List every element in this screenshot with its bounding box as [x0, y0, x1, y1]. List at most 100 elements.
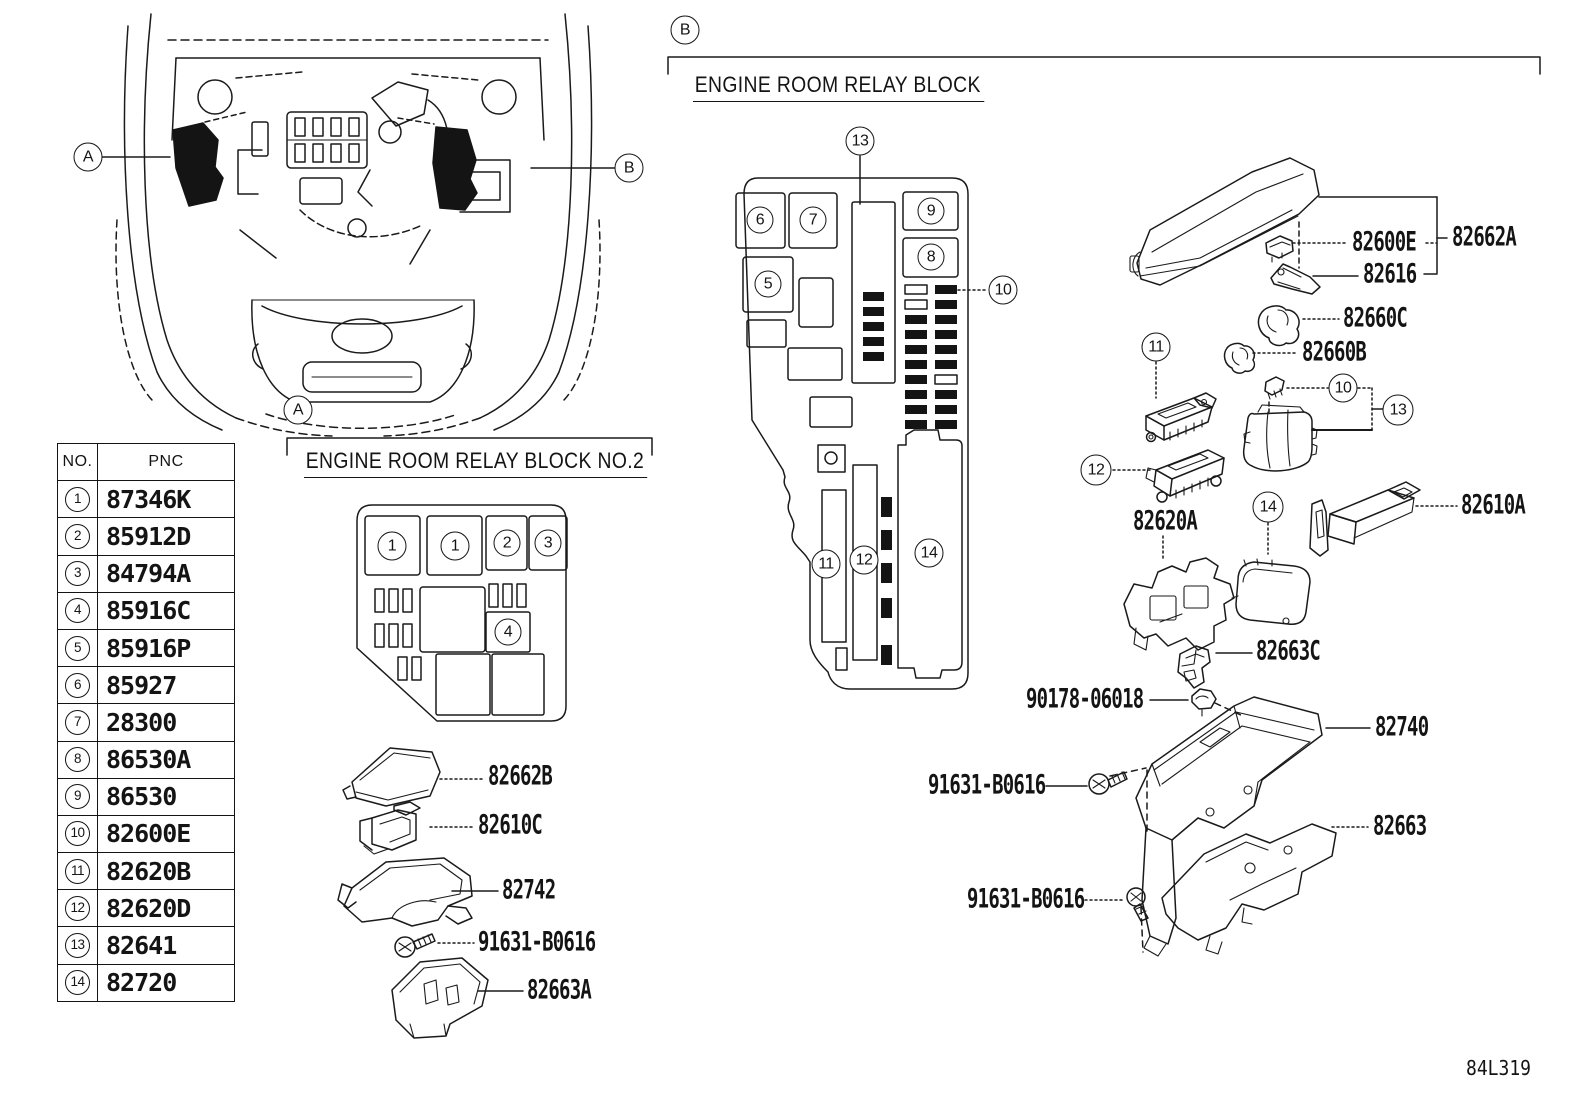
part-label-90178-06018: 90178-06018 [1026, 683, 1144, 715]
row-no-badge: 12 [65, 895, 90, 921]
relay-block-b-location [432, 126, 478, 211]
callout-b-11: 11 [811, 549, 841, 579]
part-82662b-drawing [342, 747, 441, 807]
row-pnc: 85927 [97, 666, 235, 705]
row-pnc: 82720 [97, 963, 235, 1002]
table-row: 14 82720 [57, 963, 235, 1002]
table-row: 2 85912D [57, 517, 235, 556]
part-82742-drawing [337, 857, 473, 927]
part-nut-drawing [1191, 688, 1217, 717]
part-label-82600e: 82600E [1352, 226, 1417, 258]
relay-block-b-diagram [735, 155, 989, 690]
part-label-82662a: 82662A [1452, 221, 1517, 253]
callout-side-13: 13 [1382, 394, 1414, 426]
row-no-badge: 2 [65, 523, 90, 549]
callout-a-4: 4 [494, 618, 522, 646]
callout-overview-a: A [73, 142, 103, 172]
row-pnc: 85912D [97, 517, 235, 556]
part-label-82660c: 82660C [1343, 302, 1408, 334]
section-b-marker: B [670, 15, 700, 45]
part-screw-lower-drawing [1126, 887, 1149, 922]
row-no-badge: 10 [65, 821, 90, 847]
callout-side-10: 10 [1328, 373, 1358, 403]
part-cover14-drawing [1231, 558, 1311, 625]
part-label-82663c: 82663C [1256, 635, 1321, 667]
callout-a-1-left: 1 [377, 531, 407, 561]
callout-b-13: 13 [845, 126, 875, 156]
row-pnc: 86530 [97, 777, 235, 816]
part-label-82742: 82742 [502, 874, 556, 906]
part-fuseblock13-drawing [1242, 404, 1318, 472]
callout-overview-b: B [614, 153, 644, 183]
section-a-title: ENGINE ROOM RELAY BLOCK NO.2 [304, 448, 648, 478]
row-pnc: 84794A [97, 554, 235, 593]
row-no-badge: 6 [65, 672, 90, 698]
part-label-91631-b0616-upper: 91631-B0616 [928, 769, 1046, 801]
row-no-badge: 9 [65, 784, 90, 810]
callout-side-14: 14 [1252, 491, 1284, 523]
section-b-leaders [1045, 196, 1458, 953]
callout-b-6: 6 [746, 206, 774, 234]
callout-b-8: 8 [917, 243, 945, 271]
section-b-title: ENGINE ROOM RELAY BLOCK [693, 72, 985, 102]
part-relay11-drawing [1145, 392, 1217, 443]
callout-side-12: 12 [1080, 454, 1112, 486]
part-82663a-drawing [391, 957, 489, 1039]
row-no-badge: 14 [65, 970, 90, 996]
row-pnc: 82641 [97, 926, 235, 965]
part-label-82620a: 82620A [1133, 505, 1198, 537]
part-82600e-drawing [1265, 221, 1300, 269]
part-82620a-drawing [1123, 557, 1235, 667]
table-row: 6 85927 [57, 666, 235, 705]
part-label-82740: 82740 [1375, 711, 1429, 743]
part-82663-drawing [1161, 823, 1337, 955]
callout-a-1-right: 1 [440, 531, 470, 561]
part-label-82610a: 82610A [1461, 489, 1526, 521]
callout-b-9: 9 [917, 197, 945, 225]
part-82660b-drawing [1223, 342, 1256, 374]
part-label-82663a: 82663A [527, 974, 592, 1006]
callout-b-14: 14 [914, 538, 944, 568]
row-pnc: 82620B [97, 852, 235, 891]
callout-a-2: 2 [493, 529, 521, 557]
section-a-marker: A [283, 395, 313, 425]
table-row: 4 85916C [57, 591, 235, 630]
callout-b-12: 12 [849, 545, 879, 575]
part-label-82660b: 82660B [1302, 336, 1367, 368]
part-label-91631-b0616-lower: 91631-B0616 [967, 883, 1085, 915]
callout-b-5: 5 [754, 270, 782, 298]
relay-block-no2-diagram [356, 504, 568, 722]
section-a-leaders [429, 778, 524, 992]
part-82660c-drawing [1257, 305, 1300, 347]
callout-b-10: 10 [988, 275, 1018, 305]
table-row: 9 86530 [57, 777, 235, 816]
table-row: 13 82641 [57, 926, 235, 965]
section-b-bracket [667, 56, 1541, 75]
table-header-row: NO. PNC [57, 442, 235, 482]
row-no-badge: 4 [65, 598, 90, 624]
callout-side-11: 11 [1141, 332, 1171, 362]
part-relay12-drawing [1145, 449, 1225, 503]
row-no-badge: 13 [65, 933, 90, 959]
engine-bay-overview-drawing [101, 13, 616, 437]
section-a-bracket [286, 437, 653, 456]
part-screw-upper-drawing [1088, 771, 1128, 795]
part-82610a-drawing [1309, 481, 1421, 557]
col-header-no: NO. [57, 442, 98, 482]
part-82663c-drawing [1177, 645, 1211, 689]
part-82740-drawing [1135, 696, 1323, 957]
row-pnc: 28300 [97, 703, 235, 742]
row-pnc: 85916C [97, 591, 235, 630]
part-clip10-drawing [1264, 376, 1285, 413]
part-label-82610c: 82610C [478, 809, 543, 841]
